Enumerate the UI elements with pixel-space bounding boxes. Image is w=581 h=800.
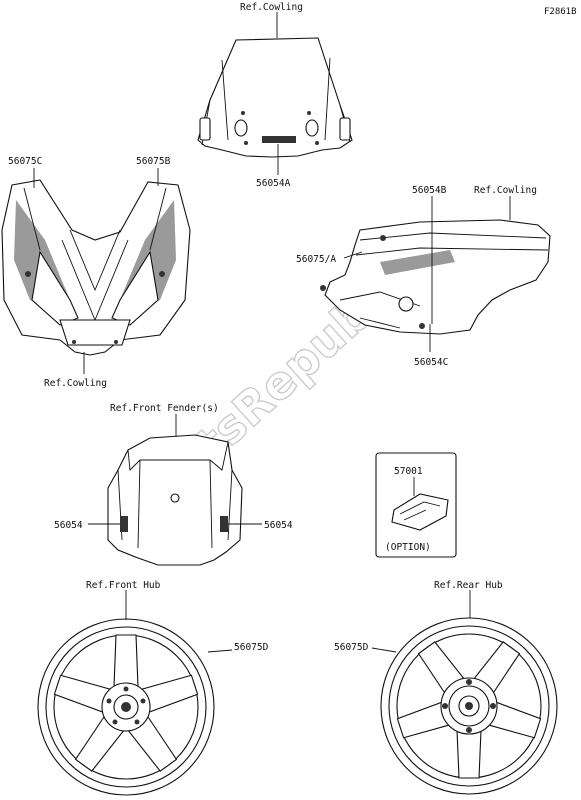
label-56075C: 56075C bbox=[8, 156, 42, 167]
front-fender bbox=[107, 434, 243, 566]
rear-wheel bbox=[380, 617, 558, 795]
windshield-decal-mark bbox=[262, 136, 296, 143]
label-ref-cowling-front: Ref.Cowling bbox=[44, 378, 107, 389]
windshield bbox=[197, 37, 353, 158]
front-cowling bbox=[1, 179, 191, 356]
fender-left-decal bbox=[120, 516, 128, 532]
label-ref-cowling-side: Ref.Cowling bbox=[474, 185, 537, 196]
label-56075-A: 56075/A bbox=[296, 254, 336, 265]
label-option: (OPTION) bbox=[385, 542, 431, 553]
label-56075D-front: 56075D bbox=[234, 642, 269, 653]
label-ref-front-fender: Ref.Front Fender(s) bbox=[110, 403, 219, 414]
label-ref-rear-hub: Ref.Rear Hub bbox=[434, 580, 503, 591]
gear-emblem bbox=[398, 296, 414, 312]
label-ref-front-hub: Ref.Front Hub bbox=[86, 580, 161, 591]
label-56054-left: 56054 bbox=[54, 520, 83, 531]
label-57001: 57001 bbox=[394, 466, 423, 477]
label-56054C: 56054C bbox=[414, 357, 448, 368]
side-cowling bbox=[320, 219, 551, 335]
label-56054A: 56054A bbox=[256, 178, 291, 189]
label-ref-cowling-top: Ref.Cowling bbox=[240, 2, 303, 13]
figure-code: F2861B bbox=[544, 7, 577, 17]
option-box bbox=[375, 452, 457, 558]
label-56054B: 56054B bbox=[412, 185, 447, 196]
label-56075D-rear: 56075D bbox=[334, 642, 369, 653]
fender-right-decal bbox=[220, 516, 228, 532]
label-56075B: 56075B bbox=[136, 156, 171, 167]
label-56054-right: 56054 bbox=[264, 520, 293, 531]
front-wheel bbox=[37, 618, 215, 796]
